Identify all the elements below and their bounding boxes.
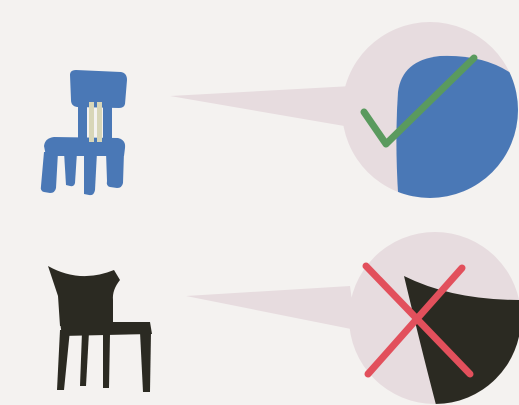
good-example-row	[40, 22, 518, 198]
backrest-slat	[89, 102, 94, 142]
sharp-edge-chair-icon	[48, 266, 152, 392]
backrest-slat	[97, 102, 102, 142]
check-mark-icon	[360, 54, 478, 148]
rounded-edge-zoom	[342, 22, 518, 198]
rounded-corner-shape	[396, 55, 518, 198]
bad-example-row	[48, 232, 519, 404]
cross-mark-icon	[362, 262, 474, 378]
sharp-edge-zoom	[349, 232, 519, 404]
zoom-callout-beam	[186, 286, 356, 330]
rounded-edge-chair-icon	[40, 70, 127, 196]
zoom-callout-beam	[170, 86, 356, 128]
